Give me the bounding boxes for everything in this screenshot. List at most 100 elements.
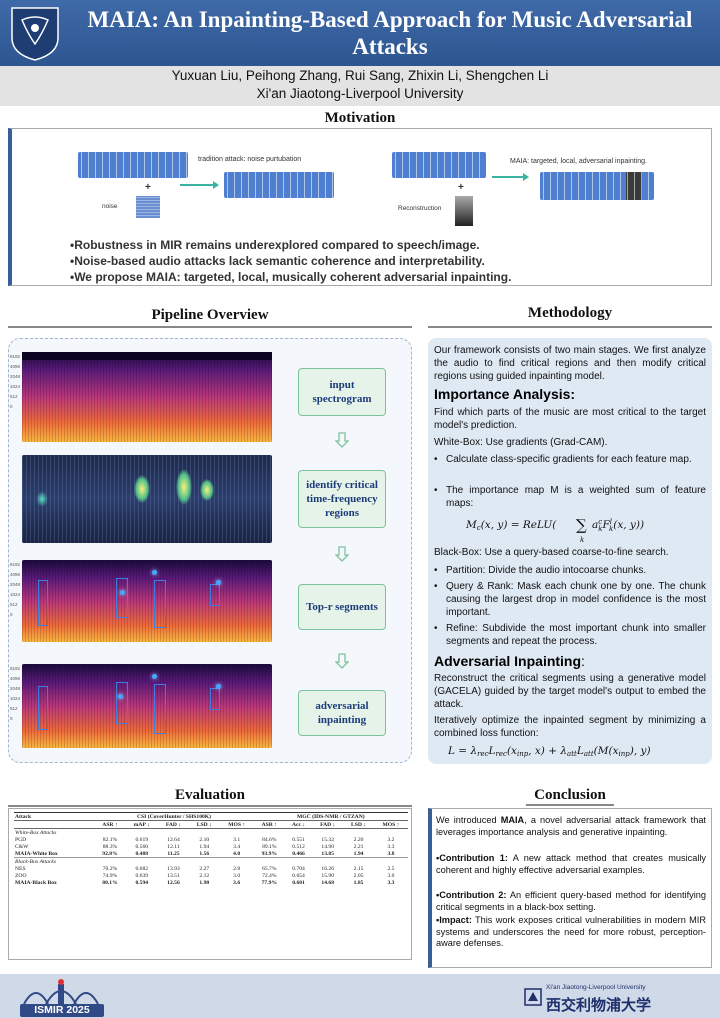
table-cell: 15.32 — [321, 836, 335, 843]
inpainting-desc-2: Iteratively optimize the inpainted segme… — [434, 715, 706, 739]
table-cell: 12.11 — [167, 843, 180, 850]
evaluation-title: Evaluation — [174, 787, 246, 803]
table-header-cell: MOS ↑ — [219, 820, 254, 829]
segment-box — [38, 686, 48, 730]
table-cell: 0.466 — [292, 850, 305, 857]
table-header-cell: LSD ↓ — [343, 820, 374, 829]
methodology-title: Methodology — [527, 305, 613, 321]
evaluation-underline — [8, 805, 412, 807]
table-cell: 11.25 — [167, 850, 180, 857]
xjtlu-emblem-icon — [524, 988, 542, 1006]
segment-box — [210, 688, 220, 710]
blackbox-bullet-1: Partition: Divide the audio intocoarse c… — [434, 564, 706, 577]
table-cell: 0.601 — [292, 879, 305, 886]
table-header-cell: LSD ↓ — [188, 820, 220, 829]
segment-box — [154, 684, 166, 734]
table-cell: 16.26 — [321, 865, 335, 872]
table-cell: 2.5 — [387, 865, 395, 872]
table-column-header: ASR ↑mAP ↓FAD ↓LSD ↓MOS ↑ASR ↑Acc ↓FAD ↓… — [14, 820, 408, 829]
table-cell: 1.85 — [353, 879, 364, 886]
table-header-cell: Attack — [14, 812, 95, 821]
svg-text:L = λrecLrec(xinp, x) + λattLa: L = λrecLrec(xinp, x) + λattLatt(M(xinp)… — [447, 745, 651, 758]
table-cell: 1.94 — [199, 843, 210, 850]
table-cell: 0.654 — [292, 872, 305, 879]
table-cell: 3.8 — [387, 850, 395, 857]
table-cell: 13.85 — [321, 850, 335, 857]
table-cell: 0.512 — [292, 843, 305, 850]
noise-patch — [136, 196, 160, 218]
contribution-1: •Contribution 1: A new attack method tha… — [436, 853, 706, 875]
table-cell: 3.1 — [233, 836, 241, 843]
tradition-attack-label: tradition attack: noise purtubation — [198, 156, 302, 163]
table-cell: 2.20 — [353, 836, 364, 843]
segment-box — [116, 578, 128, 618]
whitebox-bullet-1: Calculate class-specific gradients for e… — [434, 453, 706, 466]
ismir-badge: ISMIR 2025 — [20, 1004, 104, 1017]
table-cell: 0.639 — [135, 872, 149, 879]
table-cell: C&W — [15, 843, 29, 850]
maia-arrow — [492, 173, 529, 181]
table-cell: 92.8% — [102, 850, 118, 857]
inpainted-segment — [626, 172, 642, 200]
impact-statement: •Impact: This work exposes critical vuln… — [436, 915, 706, 949]
segment-box — [38, 580, 48, 626]
table-cell: 4.0 — [233, 850, 241, 857]
loss-formula: L = λrecLrec(xinp, x) + λattLatt(M(xinp)… — [447, 745, 651, 758]
inpainting-desc-1: Reconstruct the critical segments using … — [434, 673, 706, 710]
pipeline-underline — [8, 326, 412, 328]
table-cell: 0.560 — [135, 843, 149, 850]
table-header-cell: FAD ↓ — [157, 820, 189, 829]
stage-input-spectrogram: input spectrogram — [298, 368, 386, 416]
table-cell: 74.9% — [102, 872, 118, 879]
reconstruction-patch — [455, 196, 473, 226]
table-cell: 3.3 — [387, 879, 395, 886]
table-cell: PGD — [15, 836, 27, 843]
table-cell: 1.94 — [353, 850, 364, 857]
table-group-label: White-Box Attacks — [14, 828, 408, 836]
table-cell: 3.2 — [387, 836, 395, 843]
noise-label: noise — [102, 203, 118, 210]
noise-attacked-waveform — [224, 172, 334, 198]
motivation-bullet-3: •We propose MAIA: targeted, local, music… — [70, 270, 512, 284]
table-group-cell: CSI (CoverHunter / SHS100K) — [94, 812, 254, 821]
input-spectrogram — [22, 352, 272, 442]
table-header-cell: FAD ↓ — [312, 820, 344, 829]
xjtlu-name-chinese: 西交利物浦大学 — [546, 996, 652, 1014]
table-group-row: Black-Box Attacks — [14, 857, 408, 865]
university-crest-icon — [11, 7, 59, 61]
table-cell: 93.9% — [261, 850, 277, 857]
table-cell: 3.0 — [233, 872, 241, 879]
table-header-cell: MOS ↑ — [373, 820, 408, 829]
table-cell: 14.90 — [321, 843, 335, 850]
author-list: Yuxuan Liu, Peihong Zhang, Rui Sang, Zhi… — [171, 68, 549, 83]
stage-identify-regions: identify critical time-frequency regions — [298, 470, 386, 528]
importance-desc: Find which parts of the music are most c… — [434, 407, 706, 431]
table-cell: 3.6 — [233, 879, 241, 886]
table-cell: 1.90 — [199, 879, 210, 886]
methodology-intro: Our framework consists of two main stage… — [434, 345, 706, 382]
table-cell: 14.68 — [321, 879, 335, 886]
segment-box — [154, 580, 166, 628]
importance-dot — [216, 684, 221, 689]
table-cell: 2.12 — [199, 872, 210, 879]
table-cell: 2.05 — [353, 872, 364, 879]
table-cell: 88.3% — [102, 843, 118, 850]
table-cell: 2.8 — [233, 865, 241, 872]
table-cell: 84.6% — [262, 836, 277, 843]
table-cell: 3.0 — [387, 872, 395, 879]
svg-text:k: k — [580, 536, 584, 544]
xjtlu-name-english: Xi'an Jiaotong-Liverpool University — [546, 984, 646, 991]
table-cell: 2.27 — [199, 865, 210, 872]
table-cell: 0.551 — [292, 836, 305, 843]
blackbox-bullet-2: Query & Rank: Mask each chunk one by one… — [434, 580, 706, 619]
table-cell: 70.2% — [102, 865, 118, 872]
table-cell: 3.3 — [387, 843, 395, 850]
table-cell: MAIA-Black Box — [15, 879, 57, 886]
table-cell: 0.594 — [135, 879, 149, 886]
